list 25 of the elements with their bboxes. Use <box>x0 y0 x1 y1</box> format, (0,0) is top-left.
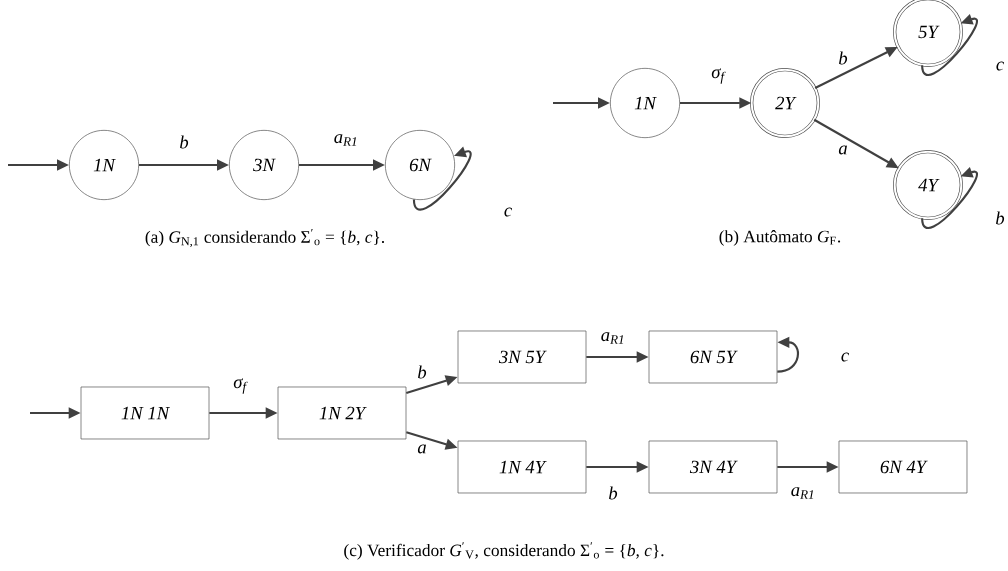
edge-label: b <box>180 135 189 149</box>
edge-label: σ$_{f}$ <box>233 378 248 394</box>
state-box: 1N 1N <box>80 386 210 440</box>
edge-label: b <box>996 211 1005 225</box>
caption: (b) Autômato G$_{F}$. <box>719 230 841 246</box>
edge-label: a <box>838 145 847 155</box>
state-box: 6N 5Y <box>648 330 778 384</box>
edge-label: σ$_{f}$ <box>711 68 726 84</box>
state-box: 6N 4Y <box>838 440 968 494</box>
state-box: 3N 4Y <box>648 440 778 494</box>
edge-label: a$_{R1}$ <box>334 134 357 146</box>
caption: (c) Verificador G$^{′}$$_{V}$, considerando Σ$^{′}$$_{o}$ = {b, c}. <box>344 542 664 560</box>
edge-label: b <box>609 486 618 500</box>
edge-label: a$_{R1}$ <box>601 332 624 344</box>
edge-label: b <box>418 365 427 379</box>
edge-label: a <box>417 444 426 454</box>
edge-label: a$_{R1}$ <box>791 487 814 499</box>
edge-label: b <box>839 51 848 65</box>
state-box: 1N 2Y <box>277 386 407 440</box>
edge-label: c <box>504 207 512 217</box>
edge-label: c <box>996 61 1004 71</box>
state-box: 1N 4Y <box>457 440 587 494</box>
caption: (a) G$_{N,1}$ considerando Σ$^{′}$$_{o}$ = {b, c}. <box>145 228 384 248</box>
edge-label: c <box>841 352 849 362</box>
state-box: 3N 5Y <box>457 330 587 384</box>
